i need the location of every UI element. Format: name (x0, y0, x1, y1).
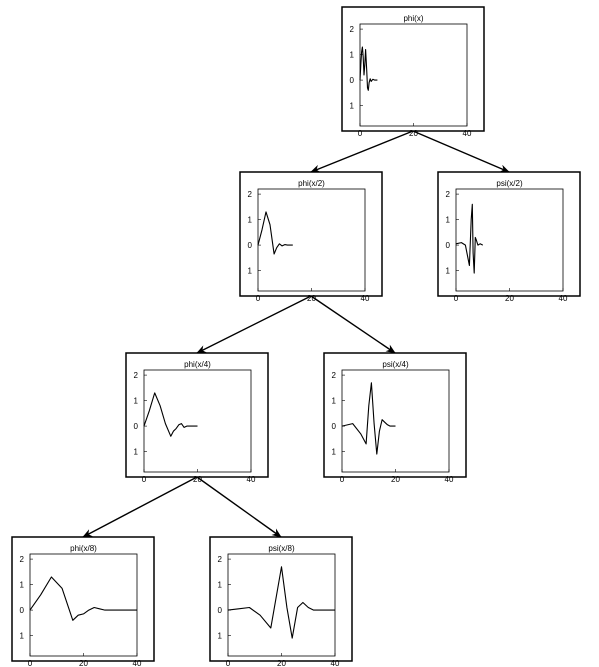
y-tick-label: 0 (350, 76, 355, 85)
y-tick-label: 1 (248, 216, 253, 225)
x-tick-label: 0 (226, 659, 231, 667)
panel-title: psi(x/8) (268, 544, 295, 553)
y-tick-label: 1 (332, 397, 337, 406)
y-tick-label: 1 (350, 102, 355, 111)
wavelet-curve (455, 203, 484, 274)
x-tick-label: 0 (142, 475, 147, 484)
y-tick-label: 2 (248, 190, 253, 199)
y-tick-label: 0 (218, 606, 223, 615)
edge-phi-x-to-phi-x2 (310, 130, 414, 173)
x-tick-label: 20 (505, 294, 514, 303)
y-tick-label: 1 (134, 397, 139, 406)
panel-frame (239, 171, 383, 297)
y-tick-label: 2 (446, 190, 451, 199)
panel-title: phi(x/4) (184, 360, 211, 369)
panel-frame (341, 6, 485, 132)
x-tick-label: 40 (133, 659, 142, 667)
x-tick-label: 40 (361, 294, 370, 303)
x-tick-label: 0 (28, 659, 33, 667)
x-tick-label: 40 (445, 475, 454, 484)
x-tick-label: 40 (463, 129, 472, 138)
tree-edges (82, 130, 510, 538)
x-tick-label: 40 (247, 475, 256, 484)
x-tick-label: 20 (409, 129, 418, 138)
y-tick-label: 0 (248, 241, 253, 250)
x-tick-label: 40 (331, 659, 340, 667)
x-tick-label: 20 (79, 659, 88, 667)
wavelet-curve (143, 392, 198, 437)
y-tick-label: 1 (446, 216, 451, 225)
y-tick-label: 1 (446, 267, 451, 276)
x-tick-label: 20 (307, 294, 316, 303)
y-tick-label: 2 (218, 555, 223, 564)
y-tick-label: 1 (20, 581, 25, 590)
panel-frame (209, 536, 353, 662)
y-tick-label: 1 (218, 581, 223, 590)
edge-phi-x4-to-psi-x8 (196, 476, 282, 538)
y-tick-label: 2 (350, 25, 355, 34)
y-tick-label: 0 (446, 241, 451, 250)
y-tick-label: 0 (20, 606, 25, 615)
panel-frame (323, 352, 467, 478)
panel-frame (125, 352, 269, 478)
y-tick-label: 0 (332, 422, 337, 431)
x-tick-label: 40 (559, 294, 568, 303)
panel-title: psi(x/4) (382, 360, 409, 369)
y-tick-label: 2 (134, 371, 139, 380)
y-tick-label: 1 (134, 448, 139, 457)
y-tick-label: 1 (218, 632, 223, 641)
edge-phi-x2-to-phi-x4 (196, 295, 312, 354)
edge-phi-x-to-psi-x2 (412, 130, 510, 173)
y-tick-label: 0 (134, 422, 139, 431)
wavelet-curve (257, 211, 293, 255)
x-tick-label: 20 (277, 659, 286, 667)
y-tick-label: 2 (20, 555, 25, 564)
x-tick-label: 0 (358, 129, 363, 138)
wavelet-curve (359, 46, 378, 91)
x-tick-label: 20 (193, 475, 202, 484)
wavelet-curve (341, 382, 396, 455)
wavelet-curve (29, 576, 137, 621)
x-tick-label: 20 (391, 475, 400, 484)
panel-title: psi(x/2) (496, 179, 523, 188)
x-tick-label: 0 (256, 294, 261, 303)
panel-frame (11, 536, 155, 662)
y-tick-label: 1 (248, 267, 253, 276)
wavelet-curve (227, 566, 335, 639)
x-tick-label: 0 (454, 294, 459, 303)
panel-title: phi(x) (403, 14, 423, 23)
x-tick-label: 0 (340, 475, 345, 484)
panel-title: phi(x/8) (70, 544, 97, 553)
panel-frame (437, 171, 581, 297)
y-tick-label: 1 (350, 51, 355, 60)
panel-title: phi(x/2) (298, 179, 325, 188)
y-tick-label: 1 (20, 632, 25, 641)
edge-phi-x4-to-phi-x8 (82, 476, 198, 538)
y-tick-label: 1 (332, 448, 337, 457)
y-tick-label: 2 (332, 371, 337, 380)
edge-phi-x2-to-psi-x4 (310, 295, 396, 354)
